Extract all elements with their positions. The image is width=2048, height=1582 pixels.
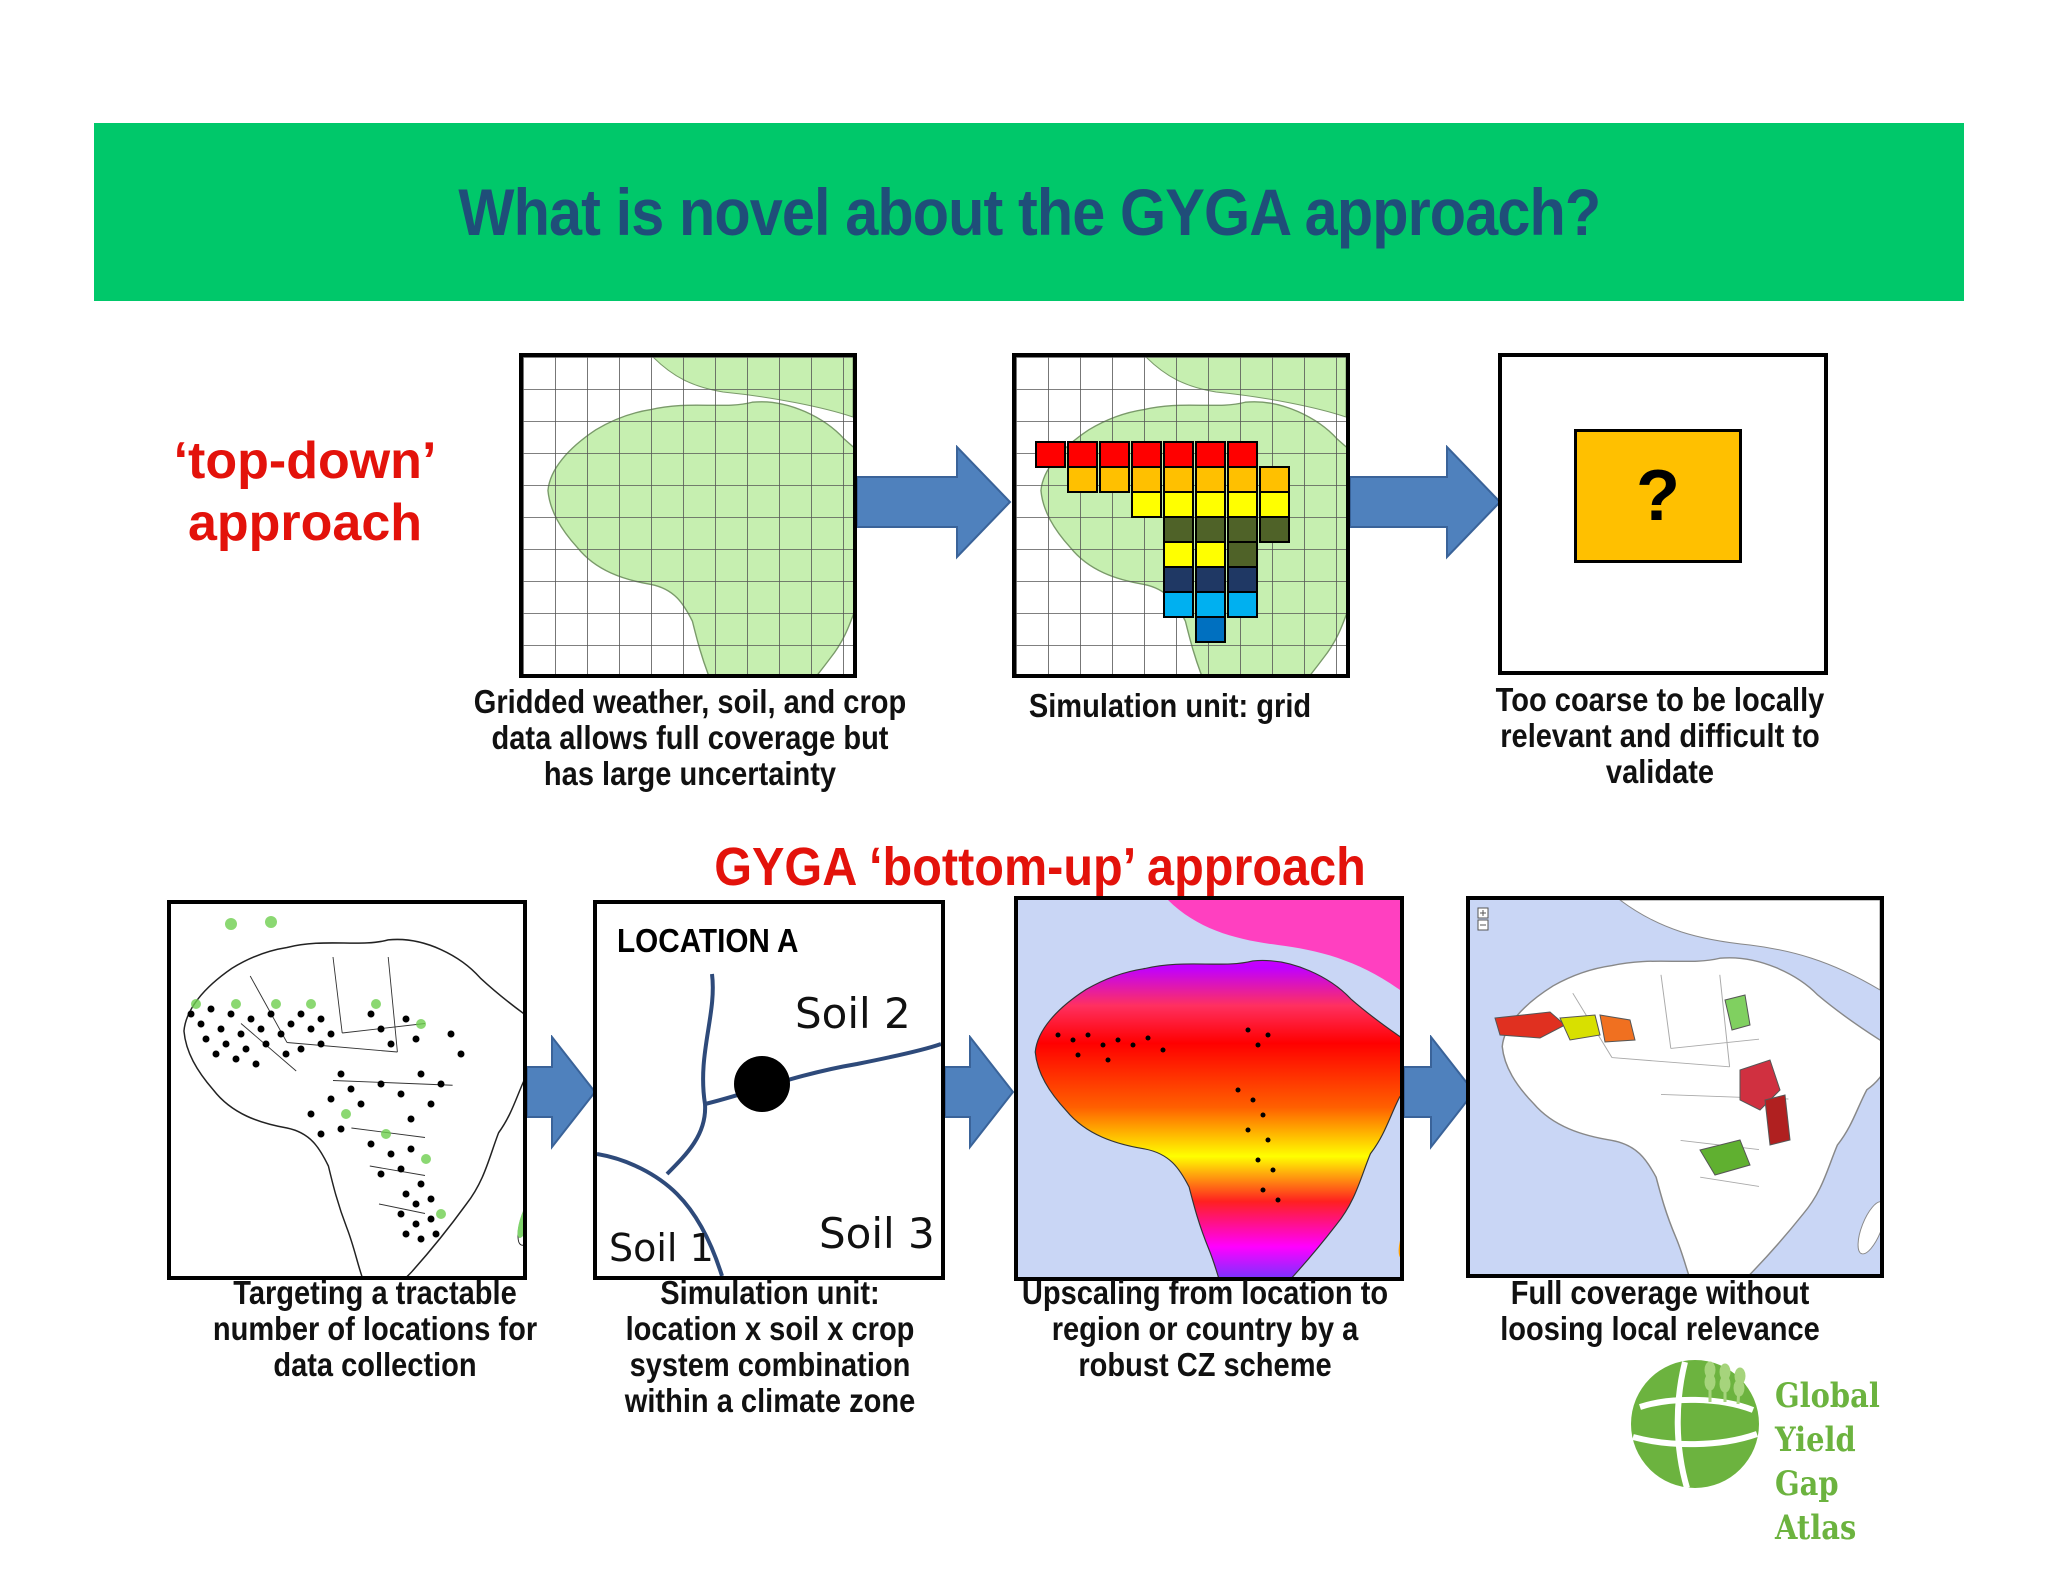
top-down-label: ‘top-down’ approach [150,430,460,555]
caption-upscaling: Upscaling from location to region or cou… [1011,1275,1398,1383]
caption-line: Simulation unit: grid [1028,687,1312,724]
arrow-right-icon [1404,1035,1476,1150]
soil-2-label: Soil 2 [795,989,911,1038]
caption-line: loosing local relevance [1500,1310,1820,1347]
soil-1-label: Soil 1 [609,1226,714,1270]
logo-line2: Gap Atlas [1775,1464,1857,1548]
zoom-controls[interactable] [1477,907,1489,931]
title-banner: What is novel about the GYGA approach? [94,123,1964,301]
caption-line: within a climate zone [624,1382,916,1419]
location-a-panel: LOCATION A Soil 2 Soil 3 Soil 1 [593,900,945,1280]
caption-gridded: Gridded weather, soil, and crop data all… [435,684,945,792]
caption-line: validate [1605,753,1715,790]
arrow-right-icon [1350,445,1502,560]
caption-line: number of locations for [212,1310,538,1347]
logo-line1: Global Yield [1775,1376,1880,1460]
caption-line: data collection [273,1346,477,1383]
caption-simulation-grid: Simulation unit: grid [985,688,1355,724]
caption-line: location x soil x crop [625,1310,915,1347]
climate-zone-map [1018,900,1400,1277]
caption-line: Full coverage without [1510,1274,1810,1311]
caption-line: region or country by a [1051,1310,1359,1347]
caption-line: relevant and difficult to [1500,717,1820,754]
question-icon: ? [1574,429,1742,563]
caption-line: Upscaling from location to [1021,1274,1389,1311]
top-down-label-line2: approach [187,494,423,553]
caption-targeting: Targeting a tractable number of location… [203,1275,546,1383]
arrow-right-icon [945,1035,1015,1150]
wheat-globe-logo-icon [1631,1360,1759,1489]
location-title: LOCATION A [617,922,799,959]
full-coverage-map [1470,900,1880,1274]
page-title: What is novel about the GYGA approach? [458,175,1601,249]
gyga-logo: Global Yield Gap Atlas [1625,1352,1945,1548]
targeting-dots-map [171,904,523,1276]
caption-line: system combination [629,1346,911,1383]
question-mark: ? [1636,456,1680,536]
soil-3-label: Soil 3 [819,1209,935,1258]
arrow-right-icon [527,1035,597,1150]
gridded-map-panel [519,353,857,678]
arrow-right-icon [857,445,1012,560]
soil-boundary-diagram [597,973,941,1276]
caption-line: Too coarse to be locally [1495,681,1825,718]
gridded-africa-map [523,357,853,674]
caption-line: Targeting a tractable [233,1274,517,1311]
targeting-map-panel [167,900,527,1280]
caption-line: data allows full coverage but [491,719,889,756]
caption-too-coarse: Too coarse to be locally relevant and di… [1431,682,1889,790]
caption-line: has large uncertainty [543,755,837,792]
caption-full-coverage: Full coverage without loosing local rele… [1484,1275,1836,1347]
caption-line: robust CZ scheme [1078,1346,1332,1383]
caption-line: Simulation unit: [660,1274,880,1311]
simulation-grid-map [1016,357,1346,674]
simulation-grid-panel [1012,353,1350,678]
location-point-icon [734,1056,790,1112]
caption-location-simulation: Simulation unit: location x soil x crop … [612,1275,929,1419]
full-coverage-map-panel [1466,896,1884,1278]
top-down-label-line1: ‘top-down’ [173,432,437,490]
upscaling-map-panel [1014,896,1404,1281]
bottom-up-heading: GYGA ‘bottom-up’ approach [714,837,1366,897]
logo-text: Global Yield Gap Atlas [1775,1374,1920,1550]
question-panel: ? [1498,353,1828,675]
caption-line: Gridded weather, soil, and crop [473,683,907,720]
